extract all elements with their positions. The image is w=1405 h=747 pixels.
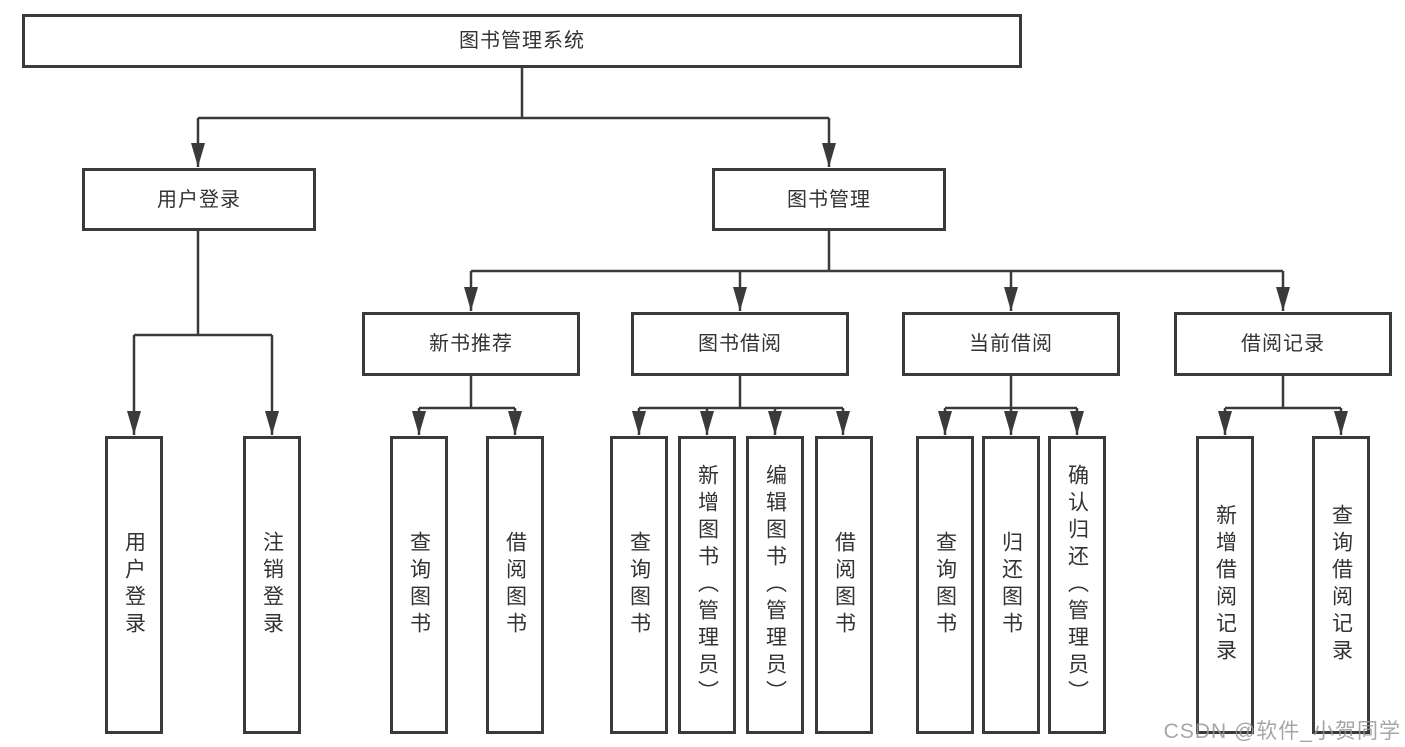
leaf-logout-label: 注销登录 xyxy=(260,531,284,639)
leaf-edit-book-admin-label: 编辑图书（管理员） xyxy=(763,463,787,707)
leaf-borrow-books-recommend-label: 借阅图书 xyxy=(503,531,527,639)
leaf-add-book-admin: 新增图书（管理员） xyxy=(678,436,736,734)
leaf-edit-book-admin: 编辑图书（管理员） xyxy=(746,436,804,734)
leaf-add-borrow-record: 新增借阅记录 xyxy=(1196,436,1254,734)
leaf-borrow-books-recommend: 借阅图书 xyxy=(486,436,544,734)
leaf-confirm-return-admin-label: 确认归还（管理员） xyxy=(1065,463,1089,707)
leaf-query-books-current: 查询图书 xyxy=(916,436,974,734)
leaf-confirm-return-admin: 确认归还（管理员） xyxy=(1048,436,1106,734)
watermark-text: CSDN @软件_小贺同学 xyxy=(1163,720,1401,743)
leaf-query-borrow-record-label: 查询借阅记录 xyxy=(1329,504,1353,666)
node-new-book-recommend: 新书推荐 xyxy=(362,312,580,376)
node-borrow-records: 借阅记录 xyxy=(1174,312,1392,376)
leaf-query-books-recommend-label: 查询图书 xyxy=(407,531,431,639)
node-user-login: 用户登录 xyxy=(82,168,316,231)
leaf-query-books-borrow: 查询图书 xyxy=(610,436,668,734)
leaf-query-books-borrow-label: 查询图书 xyxy=(627,531,651,639)
leaf-user-login-label: 用户登录 xyxy=(122,531,146,639)
node-library-system: 图书管理系统 xyxy=(22,14,1022,68)
leaf-query-books-current-label: 查询图书 xyxy=(933,531,957,639)
leaf-return-books-label: 归还图书 xyxy=(999,531,1023,639)
leaf-borrow-books: 借阅图书 xyxy=(815,436,873,734)
leaf-return-books: 归还图书 xyxy=(982,436,1040,734)
node-book-borrow: 图书借阅 xyxy=(631,312,849,376)
leaf-query-borrow-record: 查询借阅记录 xyxy=(1312,436,1370,734)
leaf-add-book-admin-label: 新增图书（管理员） xyxy=(695,463,719,707)
leaf-add-borrow-record-label: 新增借阅记录 xyxy=(1213,504,1237,666)
leaf-user-login: 用户登录 xyxy=(105,436,163,734)
node-current-borrow: 当前借阅 xyxy=(902,312,1120,376)
leaf-query-books-recommend: 查询图书 xyxy=(390,436,448,734)
leaf-borrow-books-label: 借阅图书 xyxy=(832,531,856,639)
node-book-management: 图书管理 xyxy=(712,168,946,231)
leaf-logout: 注销登录 xyxy=(243,436,301,734)
